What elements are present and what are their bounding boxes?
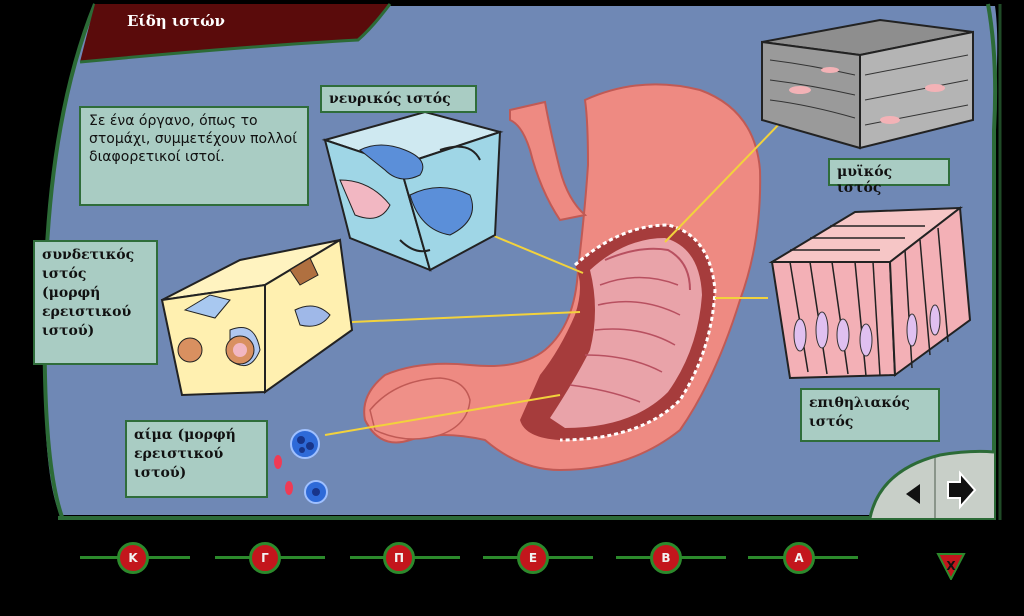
- nav-button-b[interactable]: Β: [650, 542, 682, 574]
- connective-label-line: συνδετικός: [42, 246, 149, 265]
- blood-label: αίμα (μορφή ερειστικού ιστού): [125, 420, 268, 498]
- nav-button-k[interactable]: Κ: [117, 542, 149, 574]
- connective-label-line: ιστού): [42, 322, 149, 341]
- nav-button-e[interactable]: Ε: [517, 542, 549, 574]
- epithelial-tissue-label: επιθηλιακός ιστός: [800, 388, 940, 442]
- nav-button-p[interactable]: Π: [383, 542, 415, 574]
- nav-button-a[interactable]: Α: [783, 542, 815, 574]
- previous-arrow-icon[interactable]: [900, 480, 926, 508]
- nervous-tissue-label: νευρικός ιστός: [320, 85, 477, 113]
- connective-label-line: ιστός: [42, 265, 149, 284]
- close-icon: X: [936, 552, 966, 580]
- intro-text-box: Σε ένα όργανο, όπως το στομάχι, συμμετέχ…: [79, 106, 309, 206]
- next-arrow-icon[interactable]: [944, 470, 978, 510]
- connective-label-line: (μορφή: [42, 284, 149, 303]
- close-button[interactable]: X: [936, 552, 966, 580]
- close-label: X: [946, 559, 956, 573]
- muscle-tissue-block: [762, 20, 973, 148]
- nav-button-g[interactable]: Γ: [249, 542, 281, 574]
- blood-label-line: ιστού): [134, 464, 259, 483]
- connective-label-line: ερειστικού: [42, 303, 149, 322]
- window-title: Είδη ιστών: [127, 12, 225, 30]
- epithelial-label-line: επιθηλιακός: [809, 394, 931, 413]
- epithelial-label-line: ιστός: [809, 413, 931, 432]
- connective-tissue-label: συνδετικός ιστός (μορφή ερειστικού ιστού…: [33, 240, 158, 365]
- muscle-tissue-label: μυϊκός ιστός: [828, 158, 950, 186]
- blood-label-line: ερειστικού: [134, 445, 259, 464]
- blood-label-line: αίμα (μορφή: [134, 426, 259, 445]
